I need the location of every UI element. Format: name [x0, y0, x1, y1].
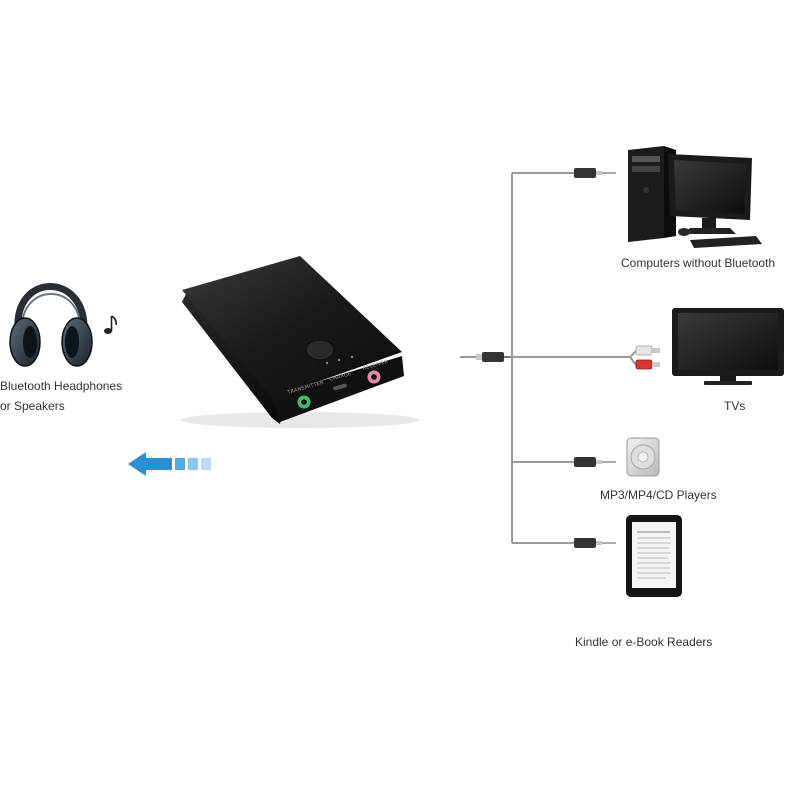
port-label-charge: CHARGE	[329, 371, 352, 383]
target-label-computers: Computers without Bluetooth	[621, 256, 776, 270]
headphones-label-line1: Bluetooth Headphones	[0, 379, 123, 393]
headphones-icon	[9, 283, 93, 367]
jack-computer	[574, 168, 616, 178]
ebook-reader-icon	[626, 515, 682, 597]
mp3-player-icon	[626, 437, 660, 477]
tv-icon	[672, 308, 784, 385]
main-audio-plug	[460, 352, 512, 362]
cable-tree	[511, 172, 630, 544]
charge-port[interactable]	[333, 383, 348, 391]
target-label-mp3: MP3/MP4/CD Players	[600, 488, 717, 502]
headphones-label: Bluetooth Headphones or Speakers	[0, 376, 123, 416]
target-label-ebook: Kindle or e-Book Readers	[575, 635, 713, 649]
computer-icon	[628, 146, 762, 248]
rca-plugs	[629, 345, 660, 370]
transmit-arrow-icon	[128, 452, 211, 476]
jack-ebook	[574, 538, 616, 548]
jack-mp3	[574, 457, 616, 467]
target-label-tvs: TVs	[724, 399, 746, 413]
headphones-label-line2: or Speakers	[0, 399, 65, 413]
bluetooth-transmitter-device: TRANSMITTER CHARGE RECEIVER	[180, 256, 420, 428]
music-note-icon	[104, 315, 117, 334]
power-button[interactable]	[305, 339, 335, 361]
